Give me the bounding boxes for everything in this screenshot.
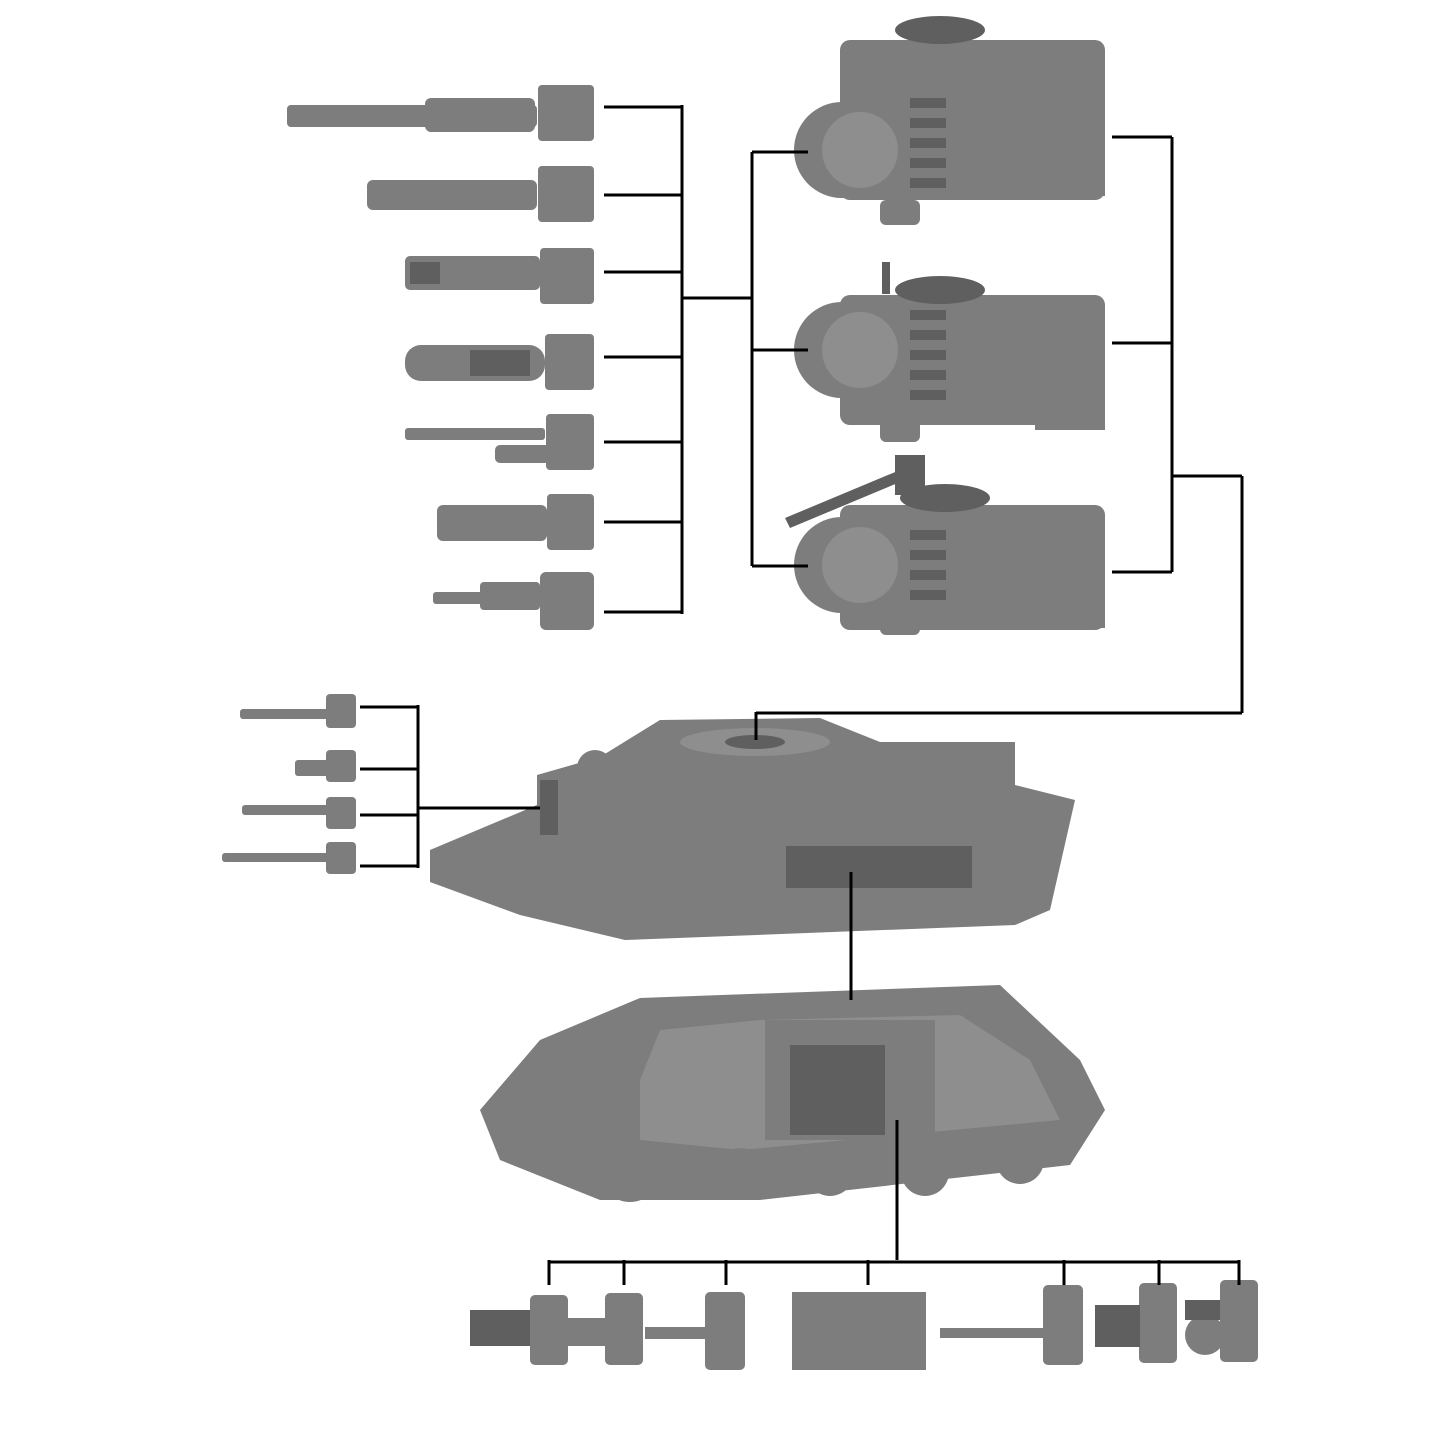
hull-weapon-options <box>470 1280 1258 1370</box>
sponson-weapon-4 <box>222 842 356 874</box>
weapon-long-cannon <box>287 85 594 141</box>
turret-variant-plain <box>794 16 1105 225</box>
hull-weapon-3 <box>645 1292 745 1370</box>
weapon-medium-cannon <box>367 166 594 222</box>
hull-weapon-6 <box>1185 1280 1258 1362</box>
weapon-twin-barrel <box>405 414 594 470</box>
hull-weapon-2 <box>555 1293 643 1365</box>
sponson-weapon-3 <box>242 797 356 829</box>
turret-variants <box>785 16 1105 635</box>
hull-weapon-4 <box>940 1285 1083 1365</box>
weapon-short-cannon <box>437 494 594 550</box>
tank-tracks-chassis <box>480 985 1105 1202</box>
main-weapon-options <box>287 85 594 630</box>
connector-lines <box>360 105 1244 1285</box>
hull-plate <box>792 1292 926 1370</box>
sponson-weapon-1 <box>240 694 356 728</box>
hull-weapon-5 <box>1095 1283 1177 1363</box>
hull-weapon-1 <box>470 1295 568 1365</box>
weapon-gatling <box>405 248 594 304</box>
tank-hull <box>430 718 1075 940</box>
turret-variant-heavy-stubber <box>785 455 1105 635</box>
turret-variant-pintle-stubber <box>794 262 1105 442</box>
sponson-weapon-2 <box>295 750 356 782</box>
weapon-plasma <box>405 334 594 390</box>
sponson-weapon-options <box>222 694 356 874</box>
weapon-flamer <box>433 572 594 630</box>
